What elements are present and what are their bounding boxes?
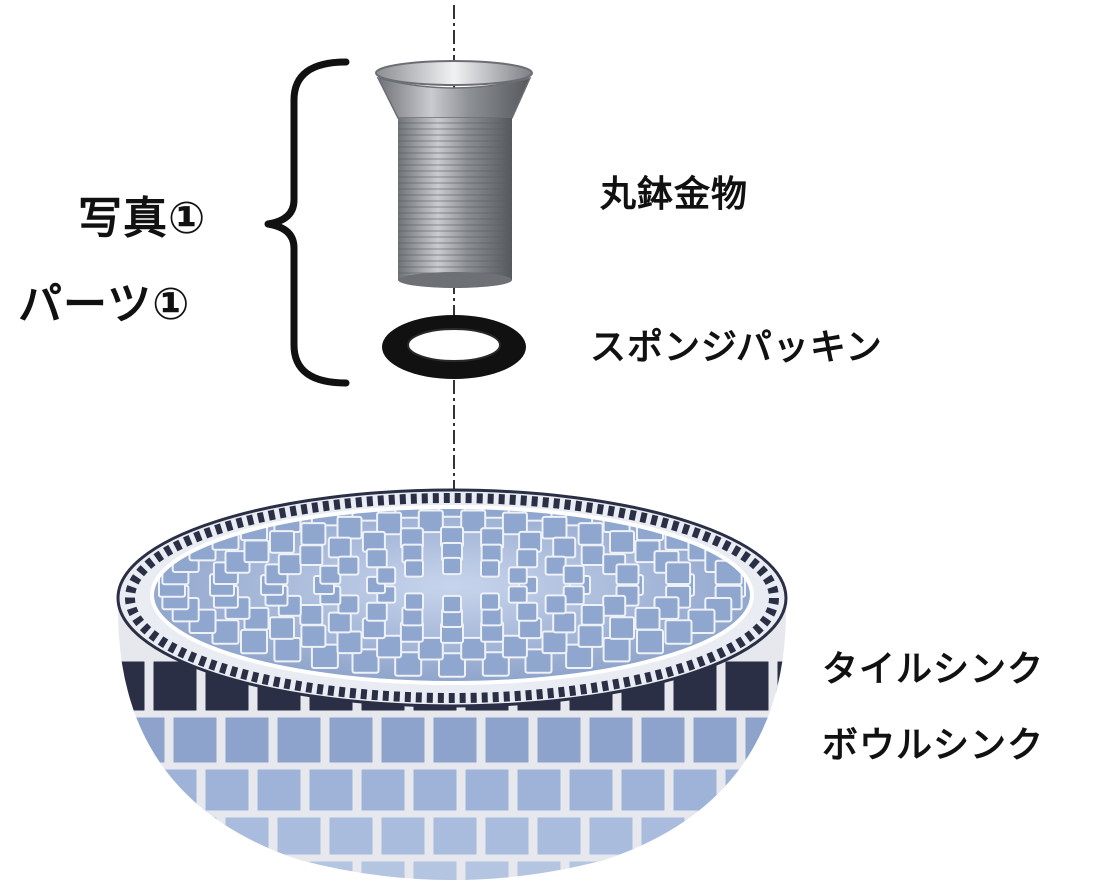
group-label-parts: パーツ① xyxy=(18,279,191,330)
label-sponge-gasket: スポンジパッキン xyxy=(590,327,883,368)
group-label-photo: 写真① xyxy=(78,193,207,244)
tile-sink-image xyxy=(116,488,788,880)
drain-fitting-image xyxy=(375,60,533,288)
sponge-gasket-image xyxy=(382,315,526,379)
label-drain-fitting: 丸鉢金物 xyxy=(600,174,749,215)
label-tile-sink: タイルシンク xyxy=(822,649,1045,690)
label-bowl-sink: ボウルシンク xyxy=(822,725,1045,766)
group-bracket xyxy=(264,58,350,387)
